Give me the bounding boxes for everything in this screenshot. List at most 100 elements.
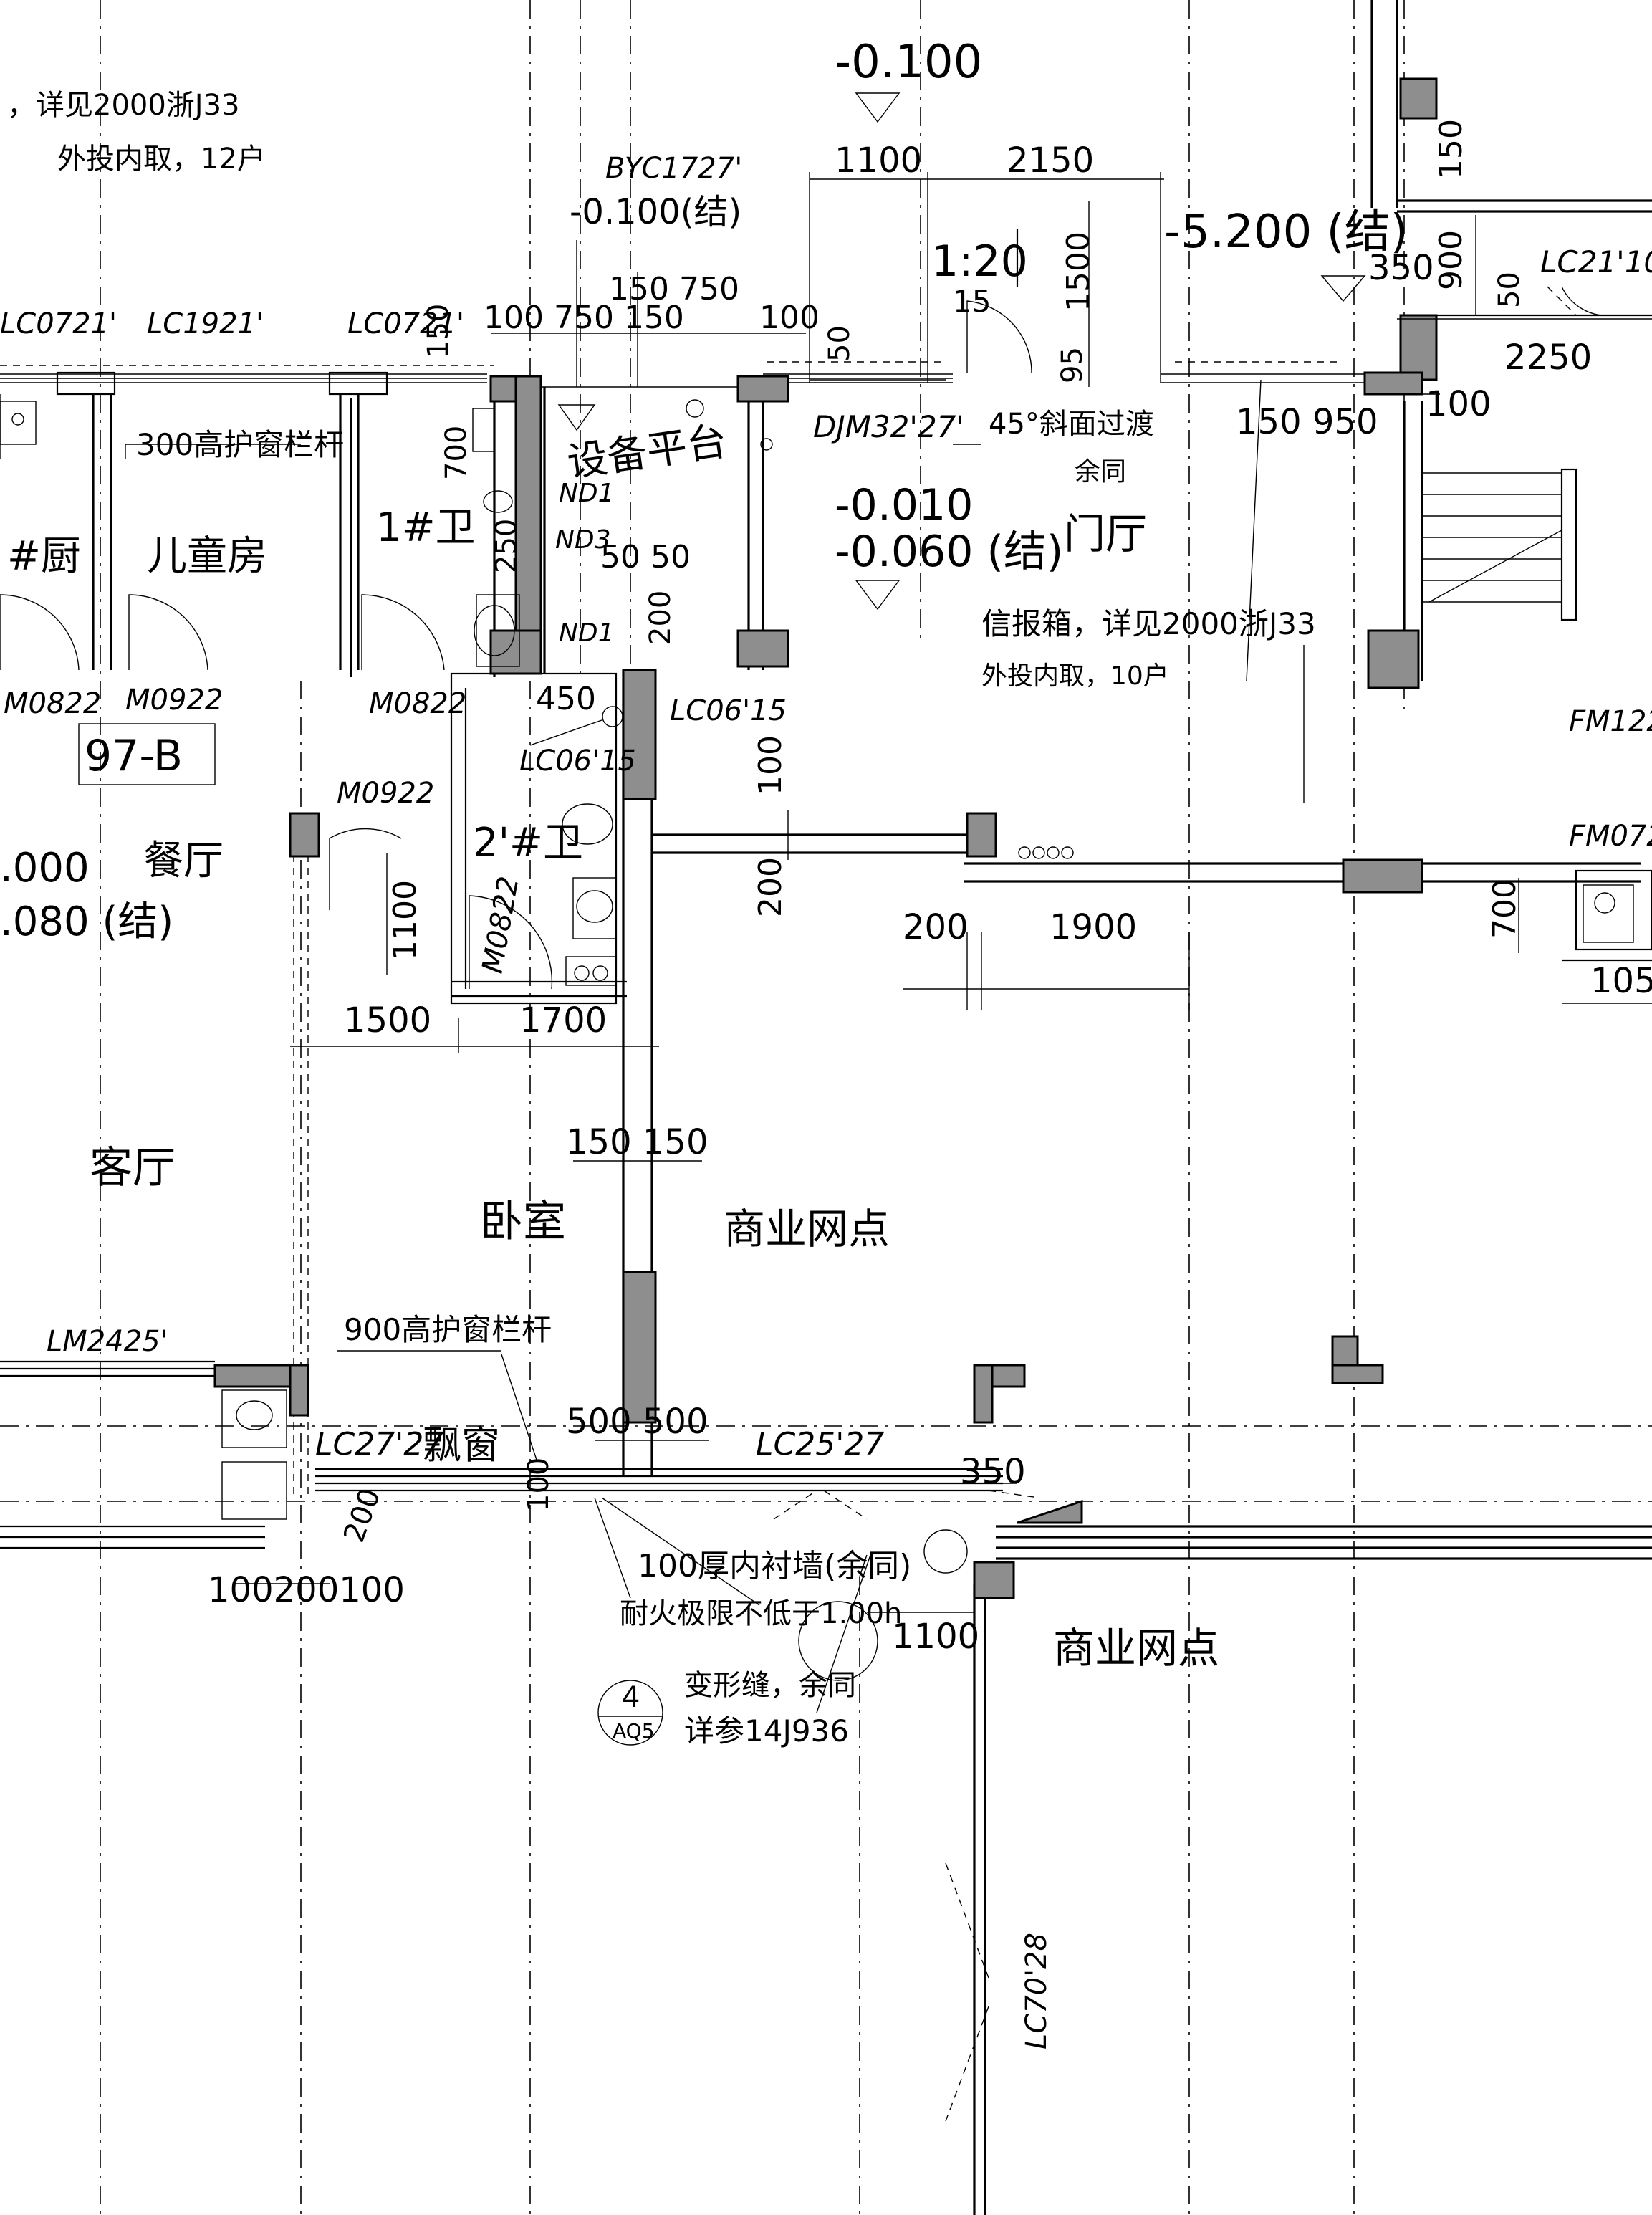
dim-900-right: 900	[1433, 230, 1469, 290]
window-tag-lc0615a: LC06'15	[670, 694, 787, 727]
slope-label: 1:20	[931, 236, 1028, 287]
dim-1500: 1500	[1060, 231, 1097, 312]
dim-700: 700	[440, 426, 473, 480]
fire-rating-note: 耐火极限不低于1.00h	[620, 1597, 902, 1630]
nd3: ND3	[555, 525, 611, 555]
room-bedroom: 卧室	[480, 1197, 566, 1247]
dim-200v2: 200	[752, 857, 789, 917]
fixtures	[0, 399, 1634, 1681]
room-kitchen: #厨	[7, 533, 81, 580]
unit-tag: 97-B	[85, 731, 183, 781]
elevation-080: .080 (结)	[0, 899, 173, 945]
window-tag-byc: BYC1727'	[605, 152, 742, 185]
dim-100v: 100	[752, 735, 789, 795]
dim-1900: 1900	[1050, 907, 1137, 947]
door-swings	[0, 286, 1613, 990]
dim-100b: 100	[759, 300, 820, 336]
dim-500-500: 500 500	[566, 1402, 709, 1442]
mailbox-note-top-1: ，详见2000浙J33	[7, 89, 240, 122]
dim-200h: 200	[903, 907, 969, 947]
joint-note-1: 变形缝，余同	[684, 1669, 856, 1702]
dim-2150: 2150	[1007, 140, 1094, 181]
dim-250: 250	[490, 519, 523, 573]
door-tag-m0822a: M0822	[4, 687, 101, 720]
unit-tag-frame	[78, 723, 216, 785]
mailbox-note-2: 外投内取，10户	[981, 661, 1169, 691]
window-tag-lc2110: LC21'10'	[1540, 244, 1652, 279]
rail-300-note: 300高护窗栏杆	[136, 427, 344, 462]
window-tag-lc2527: LC25'27	[756, 1426, 884, 1463]
dim-150c: 150	[422, 304, 455, 358]
window-tag-lc1921: LC1921'	[147, 307, 264, 340]
room-dining: 餐厅	[143, 838, 224, 884]
dim-350b: 350	[960, 1452, 1026, 1492]
window-tag-lc0721a: LC0721'	[0, 307, 117, 340]
elevation-000: .000	[0, 845, 90, 891]
door-tag-fm0728: FM0728	[1569, 820, 1652, 853]
dim-1100v: 1100	[387, 880, 423, 960]
same-note: 余同	[1075, 457, 1126, 487]
joint-note-2: 详参14J936	[684, 1713, 849, 1748]
room-wc1: 1#卫	[376, 504, 476, 551]
window-tag-lc0615b: LC06'15	[519, 745, 636, 778]
dim-95: 95	[1056, 347, 1089, 383]
door-tag-m0822c: M0822	[476, 874, 526, 976]
elevation-m0100: -0.100(结)	[570, 192, 741, 232]
window-tag-lc2727: LC27'27	[315, 1426, 443, 1463]
dim-1700: 1700	[519, 1000, 607, 1040]
window-tag-lc0721b: LC0721'	[347, 307, 464, 340]
dim-200v: 200	[644, 590, 677, 645]
dim-1500b: 1500	[344, 1000, 431, 1040]
detail-marker-number: 4	[622, 1681, 640, 1714]
mailbox-note-1: 信报箱，详见2000浙J33	[981, 606, 1316, 641]
dim-105: 105	[1590, 961, 1652, 1001]
nd1-b: ND1	[559, 618, 615, 648]
dim-150-150: 150 150	[566, 1122, 709, 1162]
labels: ，详见2000浙J33 外投内取，12户 LC0721' LC1921' LC0…	[0, 36, 1652, 2049]
sash-dashes	[0, 315, 1641, 366]
elevation-0010: -0.010	[835, 480, 973, 530]
nd1-a: ND1	[559, 479, 615, 508]
equipment-platform: 设备平台	[565, 418, 730, 487]
dim-50-50: 50 50	[600, 539, 691, 575]
door-tag-lm2425: LM2425'	[47, 1325, 168, 1358]
door-tag-m0922b: M0922	[337, 777, 434, 810]
dim-150-950: 150 950	[1236, 402, 1378, 442]
dim-150-750: 150 750	[609, 271, 739, 307]
lining-wall-note: 100厚内衬墙(余同)	[638, 1548, 911, 1584]
mailbox-note-top-2: 外投内取，12户	[57, 143, 266, 176]
dimension-lines	[125, 92, 1652, 1746]
door-tag-djm: DJM32'27'	[813, 409, 964, 444]
dim-15: 15	[953, 284, 991, 319]
dim-100-200-100: 100200100	[208, 1570, 405, 1610]
rail-900-note: 900高护窗栏杆	[344, 1312, 552, 1347]
columns	[213, 77, 1438, 1599]
bay-window: 飘窗	[423, 1422, 500, 1468]
dim-150-right: 150	[1433, 119, 1469, 179]
door-tag-m0922a: M0922	[125, 684, 223, 717]
room-shop-2: 商业网点	[1053, 1624, 1219, 1673]
elevation-0060: -0.060 (结)	[835, 527, 1063, 577]
dim-100-750-150: 100 750 150	[484, 300, 684, 336]
dim-350a: 350	[1368, 248, 1434, 288]
elevation-5200: -5.200 (结)	[1164, 206, 1408, 259]
dim-2250: 2250	[1504, 338, 1592, 378]
window-tag-lc7028: LC70'28	[1020, 1933, 1053, 2049]
dim-1100b: 1100	[892, 1617, 979, 1657]
dim-700b: 700	[1487, 879, 1523, 939]
dim-1100: 1100	[835, 140, 922, 181]
door-tag-fm122: FM122	[1569, 705, 1652, 738]
dim-50-right: 50	[1493, 272, 1526, 308]
dim-100-left: 100	[522, 1458, 555, 1512]
room-wc2: 2'#卫	[473, 820, 583, 866]
dim-50-side: 50	[823, 325, 856, 362]
room-child: 儿童房	[147, 533, 267, 580]
detail-marker-ref: AQ5	[613, 1719, 655, 1743]
window-band-top	[0, 373, 1375, 383]
door-tag-m0822b: M0822	[369, 687, 466, 720]
elevation-top: -0.100	[835, 36, 982, 89]
room-hall: 门厅	[1064, 510, 1147, 558]
dim-100c: 100	[1426, 384, 1492, 424]
